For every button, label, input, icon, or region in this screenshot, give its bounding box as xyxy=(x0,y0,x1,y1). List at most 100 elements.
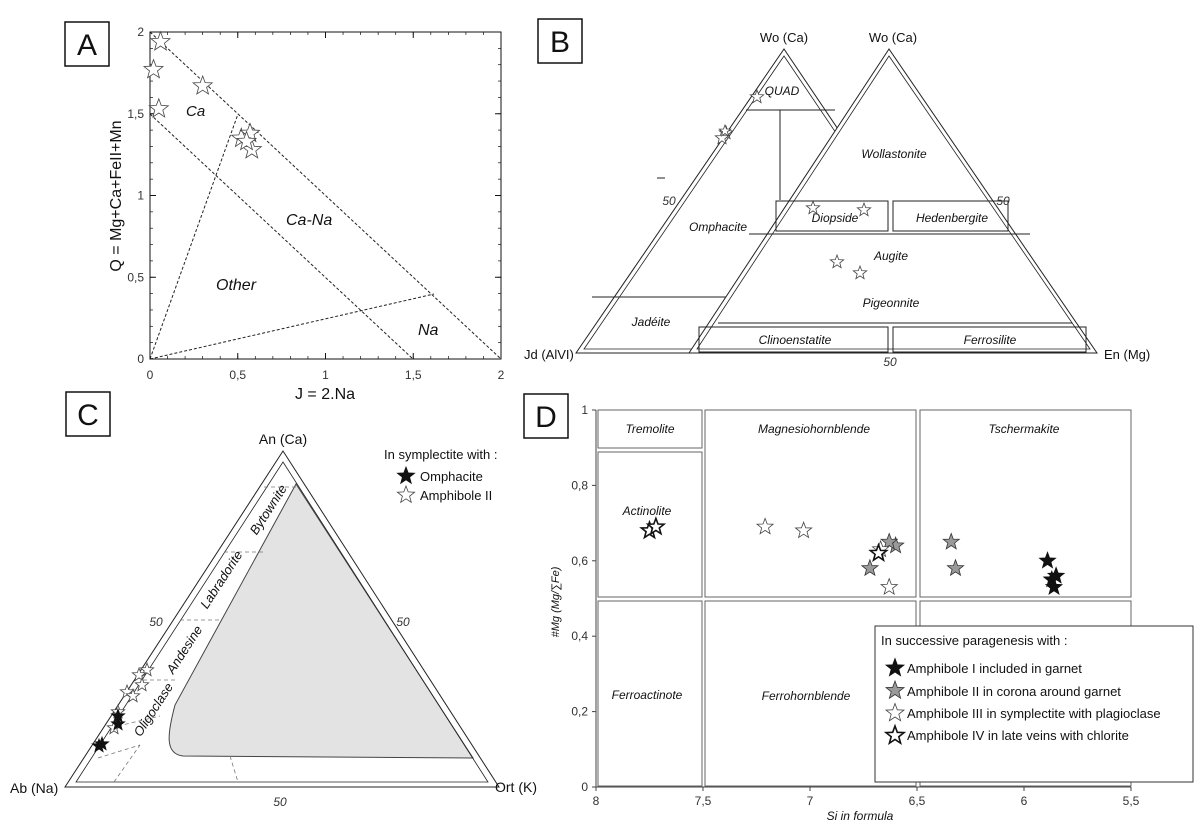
panel-d-point xyxy=(1038,551,1057,569)
panel-d-field-magnesiohornblende: Magnesiohornblende xyxy=(758,422,870,436)
panel-a-x-tick-label: 0 xyxy=(147,368,154,382)
panel-d-letter: D xyxy=(535,401,557,434)
panel-c-scale-left: 50 xyxy=(149,615,163,629)
panel-b-vertex-wo-right: Wo (Ca) xyxy=(869,30,917,45)
panel-a-y-tick-label: 1,5 xyxy=(127,107,144,121)
panel-c: C An (Ca) Ab (Na) Ort (K) 50 50 50 Bytow… xyxy=(10,391,537,809)
panel-c-vertex-an: An (Ca) xyxy=(259,431,307,447)
panel-d-legend-amph-ii: Amphibole II in corona around garnet xyxy=(907,684,1121,699)
panel-c-point xyxy=(139,661,155,677)
panel-a-y-axis-label: Q = Mg+Ca+FeII+Mn xyxy=(108,120,125,271)
panel-a-x-tick-label: 1 xyxy=(322,368,329,382)
panel-d-legend: In successive paragenesis with : Amphibo… xyxy=(874,625,1194,783)
panel-b-point xyxy=(829,253,845,269)
panel-a-point xyxy=(149,30,172,51)
panel-d-legend-markers xyxy=(883,657,907,746)
panel-a-field-na: Na xyxy=(418,322,439,339)
panel-a-point xyxy=(148,97,170,118)
panel-b-en-triangle xyxy=(688,48,1098,354)
panel-d-point xyxy=(860,558,880,577)
panel-c-shaded-field xyxy=(168,483,474,759)
panel-c-legend-title: In symplectite with : xyxy=(384,447,497,462)
panel-a-y-tick-label: 2 xyxy=(137,25,144,39)
panel-b-vertex-en: En (Mg) xyxy=(1104,347,1150,362)
panel-b-field-jadeite: Jadéite xyxy=(631,315,671,329)
panel-a-x-axis-label: J = 2.Na xyxy=(295,386,355,403)
panel-d-y-tick-label: 0,6 xyxy=(571,554,588,568)
panel-b-point xyxy=(852,264,868,280)
panel-b-point xyxy=(856,201,872,217)
panel-d-x-tick-label: 8 xyxy=(593,794,600,808)
panel-d-field-tremolite: Tremolite xyxy=(625,422,674,436)
panel-c-points xyxy=(91,661,155,753)
panel-c-letter: C xyxy=(77,399,99,432)
panel-b-point xyxy=(805,199,821,215)
panel-d-letter-box xyxy=(523,393,569,439)
panel-b-points xyxy=(714,88,872,280)
panel-d-y-tick-label: 0,8 xyxy=(571,478,588,492)
panel-d-point xyxy=(942,532,961,550)
panel-a-x-tick-label: 0,5 xyxy=(229,368,246,382)
panel-a-letter: A xyxy=(77,29,97,62)
panel-d-x-tick-label: 6 xyxy=(1021,794,1028,808)
panel-b-vertex-wo-left: Wo (Ca) xyxy=(760,30,808,45)
panel-b-point xyxy=(749,88,765,104)
panel-b-field-ferrosilite: Ferrosilite xyxy=(964,333,1017,347)
panel-c-triangle xyxy=(64,450,500,788)
panel-a-x-tick-label: 1,5 xyxy=(405,368,422,382)
panel-d-x-axis-label: Si in formula xyxy=(827,809,894,823)
panel-c-point xyxy=(125,687,141,703)
panel-c-legend-marker xyxy=(396,484,416,504)
panel-d-field-ferrohornblende: Ferrohornblende xyxy=(762,689,851,703)
panel-d-legend-amph-iv: Amphibole IV in late veins with chlorite xyxy=(907,728,1129,743)
panel-c-letter-box xyxy=(65,391,111,437)
panel-d-point xyxy=(946,558,965,577)
panel-d-x-tick-label: 7,5 xyxy=(695,794,712,808)
panel-d-point xyxy=(645,516,667,536)
panel-a-points xyxy=(142,30,263,159)
panel-a-point xyxy=(142,58,165,79)
panel-d-legend-amph-i: Amphibole I included in garnet xyxy=(907,661,1082,676)
panel-d-point xyxy=(880,532,899,550)
panel-d-legend-marker xyxy=(883,723,907,746)
panel-d-y-tick-label: 0,2 xyxy=(571,705,588,719)
panel-d-x-tick-label: 6,5 xyxy=(909,794,926,808)
panel-d-field-tschermakite: Tschermakite xyxy=(989,422,1060,436)
panel-b-scale-bottom: 50 xyxy=(883,355,897,369)
panel-c-legend-amphibole-ii: Amphibole II xyxy=(420,488,492,503)
panel-a-y-tick-label: 1 xyxy=(137,189,144,203)
panel-b-field-omphacite: Omphacite xyxy=(689,220,747,234)
panel-d-y-tick-label: 0 xyxy=(581,780,588,794)
panel-a-field-other: Other xyxy=(216,277,257,294)
panel-d-legend-title: In successive paragenesis with : xyxy=(881,633,1067,648)
panel-b-field-wollastonite: Wollastonite xyxy=(861,147,927,161)
panel-b-vertex-jd: Jd (AlVI) xyxy=(524,347,574,362)
panel-d-legend-amph-iii: Amphibole III in symplectite with plagio… xyxy=(907,706,1161,721)
panel-b-scale-right: 50 xyxy=(996,194,1010,208)
panel-d-y-axis-label: #Mg (Mg/∑Fe) xyxy=(550,566,562,637)
panel-d-point xyxy=(755,517,775,535)
panel-d-legend-marker xyxy=(884,702,906,722)
panel-a-point xyxy=(192,74,214,95)
panel-b-letter: B xyxy=(550,26,570,59)
panel-c-scale-bottom: 50 xyxy=(273,795,287,809)
panel-d-field-ferroactinote: Ferroactinote xyxy=(612,688,683,702)
panel-b-field-hedenbergite: Hedenbergite xyxy=(916,211,988,225)
panel-a-point xyxy=(239,122,261,143)
panel-d-legend-box xyxy=(874,625,1194,783)
panel-d-point xyxy=(880,577,899,596)
panel-b-field-clinoenstatite: Clinoenstatite xyxy=(759,333,832,347)
panel-c-scale-right: 50 xyxy=(396,615,410,629)
panel-c-legend-markers xyxy=(396,465,416,504)
panel-b-field-augite: Augite xyxy=(873,249,908,263)
panel-d-legend-marker xyxy=(884,679,906,700)
panel-d-y-tick-label: 1 xyxy=(581,403,588,417)
panel-c-point xyxy=(110,715,126,731)
panel-a-point xyxy=(235,130,258,151)
panel-b-point xyxy=(718,123,732,137)
panel-c-legend-marker xyxy=(396,465,416,485)
